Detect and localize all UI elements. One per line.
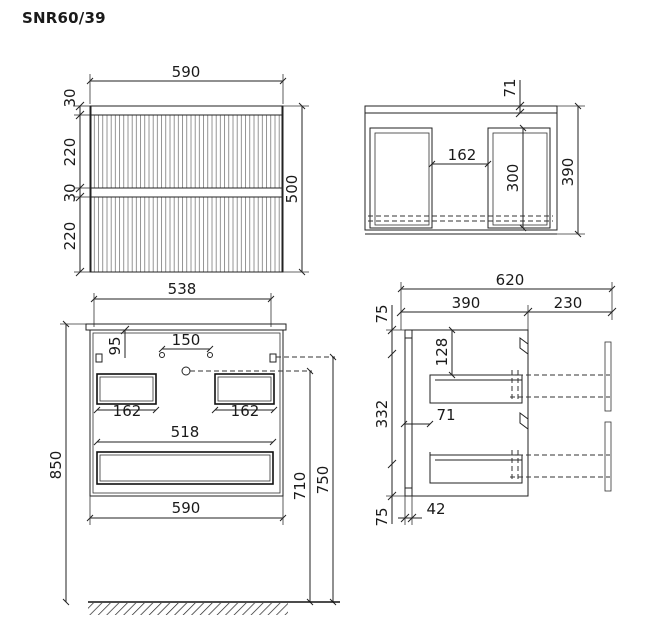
interior-top-height-label: 750 — [314, 466, 332, 495]
front-top-gap-label: 30 — [61, 88, 79, 107]
front-gap2-label: 30 — [61, 183, 79, 202]
section-body-depth-label: 390 — [452, 294, 481, 312]
interior-right-cutout-label: 162 — [231, 402, 260, 420]
section-cutout-height-label: 128 — [433, 338, 451, 367]
interior-hole-offset-label: 95 — [106, 336, 124, 355]
side-inner-distance-label: 162 — [448, 146, 477, 164]
interior-bottom-width-label: 590 — [172, 499, 201, 517]
front-drawer1-height-label: 220 — [61, 138, 79, 167]
side-inner-height-label: 300 — [504, 164, 522, 193]
front-width-label: 590 — [172, 63, 201, 81]
section-top-offset-label: 75 — [373, 304, 391, 323]
section-extension-label: 230 — [554, 294, 583, 312]
floor-hatch — [88, 603, 288, 615]
section-drawer-spacing-label: 332 — [373, 400, 391, 429]
front-drawer-2 — [90, 196, 283, 273]
section-bottom-offset-label: 75 — [373, 507, 391, 526]
interior-left-cutout-label: 162 — [113, 402, 142, 420]
section-front-offset-label: 42 — [426, 500, 445, 518]
front-elevation-view: 590 30 220 30 220 500 — [61, 63, 309, 277]
section-overall-depth-label: 620 — [496, 271, 525, 289]
front-drawer2-height-label: 220 — [61, 222, 79, 251]
interior-hole-spacing-label: 150 — [172, 331, 201, 349]
section-back-offset-label: 71 — [436, 406, 455, 424]
interior-front-view: 538 95 150 162 162 518 — [47, 280, 340, 615]
front-drawer-1 — [90, 114, 283, 189]
side-top-thickness-label: 71 — [501, 78, 519, 97]
side-total-depth-label: 390 — [559, 158, 577, 187]
interior-drawer-width-label: 518 — [171, 423, 200, 441]
interior-drain-height-label: 710 — [291, 472, 309, 501]
side-top-view: 71 162 300 390 — [364, 78, 585, 238]
side-section-view: 620 390 230 1 — [373, 271, 617, 527]
model-code: SNR60/39 — [22, 9, 106, 27]
front-height-label: 500 — [283, 175, 301, 204]
interior-outer-width-label: 538 — [168, 280, 197, 298]
interior-mount-height-label: 850 — [47, 451, 65, 480]
